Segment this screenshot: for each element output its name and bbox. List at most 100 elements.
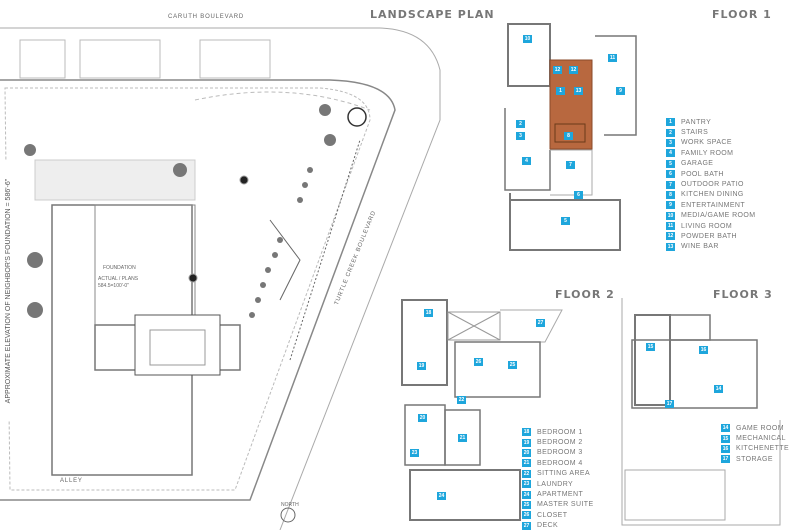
legend-label: OUTDOOR PATIO <box>681 181 744 189</box>
room-marker: 11 <box>608 54 617 62</box>
legend-number: 25 <box>522 500 531 509</box>
foundation-elevation: 584.5=100'-0" <box>98 283 129 289</box>
legend-number: 10 <box>666 211 675 220</box>
legend-label: WINE BAR <box>681 243 719 251</box>
legend-item: 16 KITCHENETTE <box>721 444 789 454</box>
room-marker: 27 <box>536 319 545 327</box>
legend-number: 18 <box>522 428 531 437</box>
legend-number: 21 <box>522 459 531 468</box>
room-marker: 19 <box>417 362 426 370</box>
legend-number: 11 <box>666 222 675 231</box>
room-marker: 15 <box>646 343 655 351</box>
legend-number: 26 <box>522 511 531 520</box>
legend-number: 27 <box>522 521 531 530</box>
room-marker: 3 <box>516 132 525 140</box>
legend-label: POOL BATH <box>681 170 724 178</box>
legend-label: LIVING ROOM <box>681 222 733 230</box>
room-marker: 21 <box>458 434 467 442</box>
legend-label: GAME ROOM <box>736 424 784 432</box>
legend-number: 24 <box>522 490 531 499</box>
side-elevation-note: APPROXIMATE ELEVATION OF NEIGHBOR'S FOUN… <box>4 161 14 421</box>
legend-number: 20 <box>522 448 531 457</box>
legend-number: 3 <box>666 138 675 147</box>
room-marker: 16 <box>699 346 708 354</box>
legend-item: 20 BEDROOM 3 <box>522 448 594 458</box>
legend-label: STAIRS <box>681 129 709 137</box>
foundation-label: FOUNDATION <box>103 265 136 271</box>
legend-item: 11 LIVING ROOM <box>666 221 755 231</box>
landscape-plan-title: LANDSCAPE PLAN <box>370 8 495 21</box>
floor3-plan <box>621 298 781 526</box>
room-marker: 24 <box>437 492 446 500</box>
legend-item: 3 WORK SPACE <box>666 138 755 148</box>
legend-number: 8 <box>666 190 675 199</box>
legend-number: 23 <box>522 480 531 489</box>
room-marker: 18 <box>424 309 433 317</box>
legend-item: 21 BEDROOM 4 <box>522 458 594 468</box>
legend-number: 5 <box>666 159 675 168</box>
room-marker: 7 <box>566 161 575 169</box>
legend-label: SITTING AREA <box>537 470 591 478</box>
room-marker: 9 <box>616 87 625 95</box>
room-marker: 1 <box>556 87 565 95</box>
legend-number: 4 <box>666 149 675 158</box>
legend-number: 22 <box>522 469 531 478</box>
room-marker: 12 <box>553 66 562 74</box>
floor2-plan <box>401 299 563 521</box>
legend-number: 19 <box>522 438 531 447</box>
legend-label: KITCHENETTE <box>736 445 790 453</box>
legend-item: 8 KITCHEN DINING <box>666 190 755 200</box>
legend-label: DECK <box>537 522 559 530</box>
legend-label: GARAGE <box>681 160 714 168</box>
legend-label: BEDROOM 4 <box>537 459 583 467</box>
legend-item: 26 CLOSET <box>522 510 594 520</box>
legend-item: 5 GARAGE <box>666 159 755 169</box>
legend-label: FAMILY ROOM <box>681 149 734 157</box>
legend-label: CLOSET <box>537 511 568 519</box>
room-marker: 17 <box>665 400 674 408</box>
legend-number: 6 <box>666 170 675 179</box>
legend-number: 14 <box>721 424 730 433</box>
room-marker: 13 <box>574 87 583 95</box>
room-marker: 8 <box>564 132 573 140</box>
legend-label: POWDER BATH <box>681 232 737 240</box>
room-marker: 10 <box>523 35 532 43</box>
legend-item: 10 MEDIA/GAME ROOM <box>666 211 755 221</box>
room-marker: 23 <box>410 449 419 457</box>
legend-number: 16 <box>721 444 730 453</box>
legend-label: STORAGE <box>736 455 773 463</box>
room-marker: 2 <box>516 120 525 128</box>
legend-number: 13 <box>666 242 675 251</box>
legend-label: WORK SPACE <box>681 139 732 147</box>
room-marker: 6 <box>574 191 583 199</box>
legend-label: MEDIA/GAME ROOM <box>681 212 756 220</box>
foundation-note: ACTUAL / PLANS <box>98 276 139 282</box>
legend-item: 13 WINE BAR <box>666 242 755 252</box>
room-marker: 12 <box>569 66 578 74</box>
floor2-title: FLOOR 2 <box>555 288 615 301</box>
legend-item: 4 FAMILY ROOM <box>666 148 755 158</box>
legend-item: 24 APARTMENT <box>522 489 594 499</box>
legend-number: 9 <box>666 201 675 210</box>
north-arrow-label: NORTH <box>281 502 299 508</box>
legend-item: 22 SITTING AREA <box>522 469 594 479</box>
legend-label: BEDROOM 3 <box>537 449 583 457</box>
landscape-site <box>0 27 441 530</box>
legend-item: 27 DECK <box>522 521 594 531</box>
legend-label: MASTER SUITE <box>537 501 594 509</box>
legend-label: APARTMENT <box>537 491 584 499</box>
legend-label: KITCHEN DINING <box>681 191 744 199</box>
legend-item: 25 MASTER SUITE <box>522 500 594 510</box>
legend-number: 1 <box>666 118 675 127</box>
